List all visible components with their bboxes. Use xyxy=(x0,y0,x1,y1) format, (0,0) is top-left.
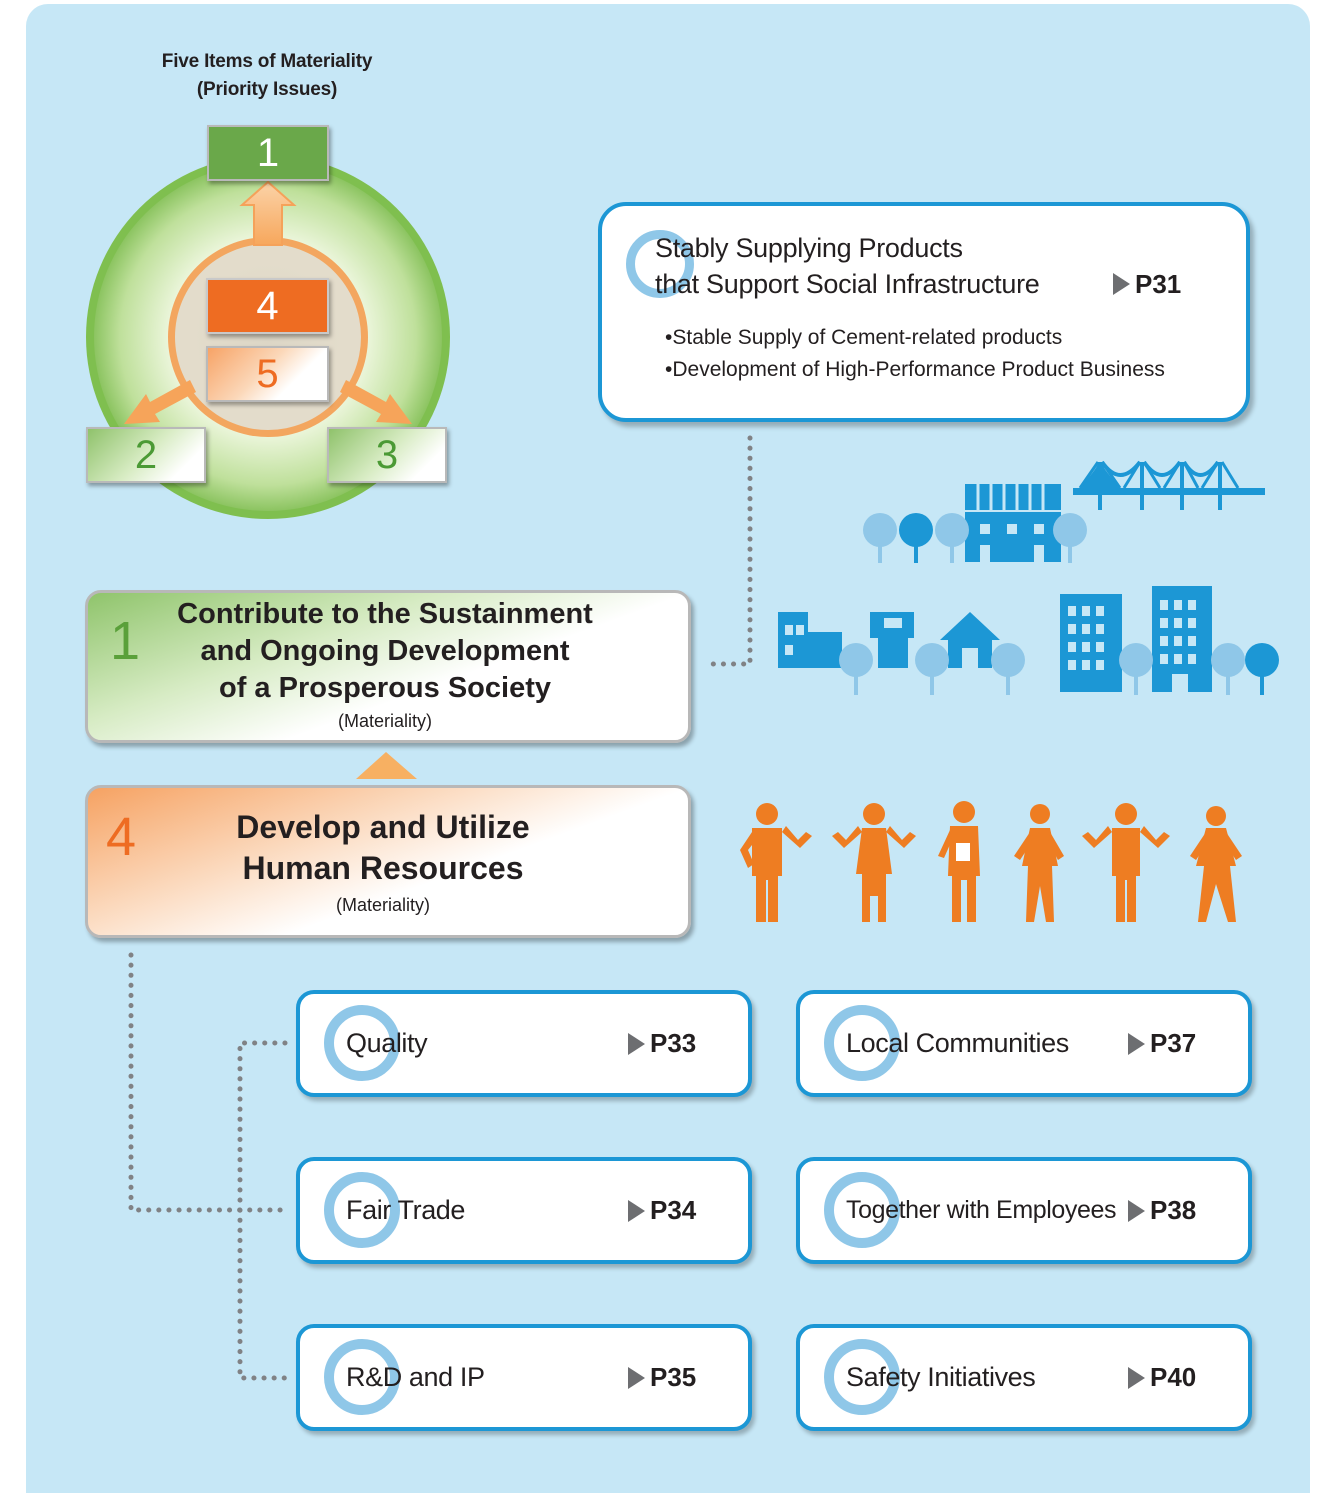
topic-label: Fair Trade xyxy=(346,1195,466,1225)
topic-label: Safety Initiatives xyxy=(846,1362,1036,1392)
supply-page-label: P31 xyxy=(1135,269,1182,299)
circle-ring-icon xyxy=(324,1339,400,1415)
topic-page-link[interactable]: P35 xyxy=(628,1328,696,1427)
supply-box[interactable] xyxy=(598,202,1250,422)
topic-quality[interactable]: Quality P33 xyxy=(296,990,752,1097)
triangle-right-icon xyxy=(628,1032,645,1055)
materiality-1-title: Contribute to the Sustainment and Ongoin… xyxy=(150,596,620,707)
triangle-right-icon xyxy=(1128,1199,1145,1222)
topic-page: P37 xyxy=(1150,1028,1197,1058)
materiality-header-line1: Five Items of Materiality xyxy=(161,51,373,72)
triangle-right-icon xyxy=(1128,1032,1145,1055)
person-icon-6 xyxy=(1190,806,1242,922)
circle-ring-icon xyxy=(824,1339,900,1415)
materiality-1-title-line2: and Ongoing Development xyxy=(200,635,570,667)
circle-ring-icon xyxy=(324,1172,400,1248)
topic-page: P34 xyxy=(650,1195,697,1225)
materiality-4-subtitle: (Materiality) xyxy=(335,895,430,915)
materiality-4-title-line1: Develop and Utilize xyxy=(236,809,530,845)
triangle-right-icon xyxy=(628,1366,645,1389)
topic-page-link[interactable]: P33 xyxy=(628,994,696,1093)
materiality-4-title-line2: Human Resources xyxy=(242,850,524,886)
wheel-item-4: 4 xyxy=(206,278,329,334)
supply-title: Stably Supplying Products that Support S… xyxy=(655,230,1040,302)
topic-together-with-employees[interactable]: Together with Employees P38 xyxy=(796,1157,1252,1264)
bridge-icon xyxy=(1073,460,1265,510)
materiality-header-line2: (Priority Issues) xyxy=(196,79,338,100)
person-icon-4 xyxy=(1014,804,1064,922)
materiality-4-box xyxy=(85,785,691,938)
topic-page-link[interactable]: P40 xyxy=(1128,1328,1196,1427)
materiality-1-box xyxy=(85,590,691,743)
tree-icons-bottom xyxy=(839,643,1279,695)
topic-page-link[interactable]: P37 xyxy=(1128,994,1196,1093)
topic-label: R&D and IP xyxy=(346,1362,485,1392)
wheel-item-2: 2 xyxy=(86,427,206,483)
triangle-right-icon xyxy=(1113,273,1130,295)
up-arrow-triangle xyxy=(356,752,417,779)
connector-supply-to-m1 xyxy=(702,435,753,667)
wheel-arrow-left xyxy=(124,380,196,424)
topic-page: P35 xyxy=(650,1362,697,1392)
person-icon-1 xyxy=(740,803,812,922)
wheel-item-5: 5 xyxy=(206,346,329,402)
person-icon-3 xyxy=(938,801,980,922)
topic-rd-ip[interactable]: R&D and IP P35 xyxy=(296,1324,752,1431)
people-icon xyxy=(740,801,1242,922)
topic-safety-initiatives[interactable]: Safety Initiatives P40 xyxy=(796,1324,1252,1431)
supply-page-link[interactable]: P31 xyxy=(1113,266,1181,302)
circle-ring-icon xyxy=(626,230,694,298)
supply-title-line1: Stably Supplying Products xyxy=(655,233,963,263)
topic-page: P40 xyxy=(1150,1362,1197,1392)
connector-topics-bracket xyxy=(237,1040,288,1381)
topic-label: Local Communities xyxy=(846,1028,1069,1058)
materiality-1-title-line1: Contribute to the Sustainment xyxy=(177,598,593,630)
triangle-right-icon xyxy=(1128,1366,1145,1389)
circle-ring-icon xyxy=(824,1005,900,1081)
wheel-item-3: 3 xyxy=(327,427,447,483)
topic-page-link[interactable]: P38 xyxy=(1128,1161,1196,1260)
wheel-arrow-up xyxy=(239,180,297,246)
topic-label: Together with Employees xyxy=(846,1196,1117,1224)
connector-lines xyxy=(128,435,753,1381)
materiality-4-number: 4 xyxy=(106,807,137,867)
supply-bullets: •Stable Supply of Cement-related product… xyxy=(665,322,1165,386)
materiality-1-number: 1 xyxy=(110,611,141,671)
wheel-arrow-right xyxy=(340,380,412,424)
topic-page-link[interactable]: P34 xyxy=(628,1161,696,1260)
materiality-1-title-line3: of a Prosperous Society xyxy=(219,672,551,704)
materiality-4-title: Develop and Utilize Human Resources xyxy=(148,807,618,889)
materiality-1-subtitle: (Materiality) xyxy=(337,711,432,731)
wheel-item-1: 1 xyxy=(207,125,329,181)
materiality-header: Five Items of Materiality (Priority Issu… xyxy=(126,48,408,104)
infrastructure-icon xyxy=(778,460,1279,695)
connector-m4-to-topics xyxy=(128,952,288,1213)
topic-page: P33 xyxy=(650,1028,697,1058)
circle-ring-icon xyxy=(824,1172,900,1248)
topic-fair-trade[interactable]: Fair Trade P34 xyxy=(296,1157,752,1264)
person-icon-2 xyxy=(832,803,916,922)
person-icon-5 xyxy=(1082,803,1170,922)
supply-bullet-2: •Development of High-Performance Product… xyxy=(665,358,1165,381)
circle-ring-icon xyxy=(324,1005,400,1081)
supply-title-line2: that Support Social Infrastructure xyxy=(655,269,1040,299)
topic-page: P38 xyxy=(1150,1195,1197,1225)
tree-icons-top xyxy=(863,513,1087,563)
triangle-right-icon xyxy=(628,1199,645,1222)
houses-icon xyxy=(778,586,1212,692)
office-building-icon xyxy=(965,484,1061,562)
supply-bullet-1: •Stable Supply of Cement-related product… xyxy=(665,326,1063,349)
topic-label: Quality xyxy=(346,1028,428,1058)
topic-local-communities[interactable]: Local Communities P37 xyxy=(796,990,1252,1097)
